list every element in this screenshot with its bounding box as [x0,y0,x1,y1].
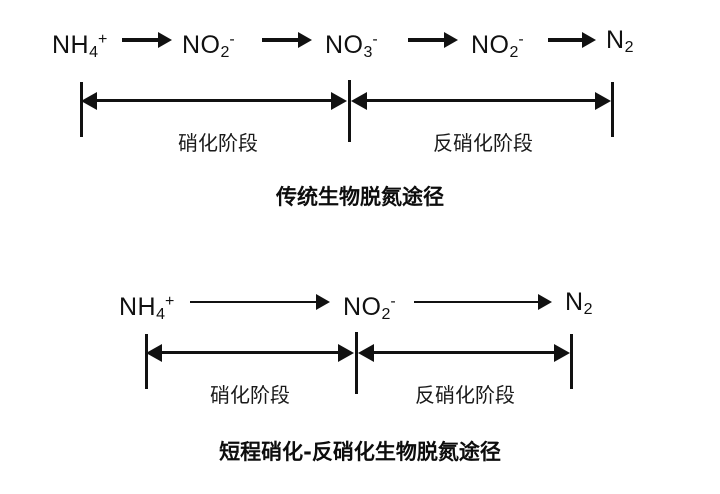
stage-label-denitrification: 反硝化阶段 [433,131,533,155]
species-nitrite: NO2- [343,293,396,323]
reaction-arrow [262,32,312,48]
tick-middle-boundary [348,80,351,142]
tick-right-boundary [570,334,573,389]
tick-right-boundary [611,82,614,137]
span-denitrification [358,344,570,362]
species-nitrite: NO2- [182,31,235,61]
span-denitrification [351,92,611,110]
reaction-chain-row: NH4+ NO2- NO3- NO2- [0,18,720,62]
tick-middle-boundary [355,332,358,394]
species-dinitrogen: N2 [565,288,593,318]
stage-label-denitrification: 反硝化阶段 [415,383,515,407]
stage-label-nitrification: 硝化阶段 [210,383,290,407]
reaction-arrow [408,32,458,48]
species-ammonium: NH4+ [52,31,108,61]
reaction-chain-row: NH4+ NO2- N2 [0,280,720,324]
species-dinitrogen: N2 [606,26,634,56]
reaction-arrow [414,294,552,310]
species-ammonium: NH4+ [119,293,175,323]
caption-shortcut-pathway: 短程硝化-反硝化生物脱氮途径 [219,440,501,464]
stage-label-nitrification: 硝化阶段 [178,131,258,155]
reaction-arrow [122,32,172,48]
caption-conventional-pathway: 传统生物脱氮途径 [276,185,444,209]
species-nitrate: NO3- [325,31,378,61]
species-nitrite: NO2- [471,31,524,61]
reaction-arrow [548,32,596,48]
span-nitrification [81,92,347,110]
span-nitrification [146,344,354,362]
reaction-arrow [190,294,330,310]
